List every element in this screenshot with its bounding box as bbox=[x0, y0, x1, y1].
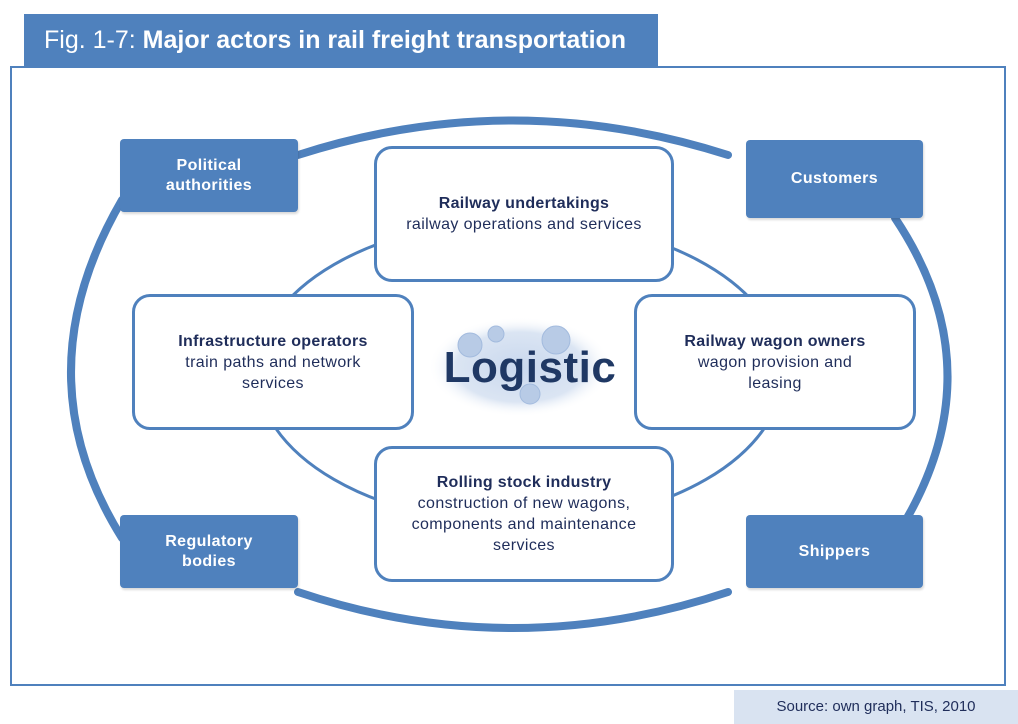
outer-arc-top bbox=[294, 116, 732, 159]
railway-undertakings-title: Railway undertakings bbox=[438, 195, 610, 212]
railway-wagon-owners-desc: wagon provision and leasing bbox=[697, 353, 853, 392]
source-note: Source: own graph, TIS, 2010 bbox=[734, 690, 1018, 724]
figure-header: Fig. 1-7: Major actors in rail freight t… bbox=[0, 0, 1018, 66]
figure-title-tab: Fig. 1-7: Major actors in rail freight t… bbox=[24, 14, 658, 66]
railway-wagon-owners-title: Railway wagon owners bbox=[684, 332, 866, 350]
rolling-stock-industry-desc: construction of new wagons, components a… bbox=[411, 495, 637, 554]
outer-arc-left bbox=[67, 196, 126, 542]
figure-label: Fig. 1-7: bbox=[44, 26, 143, 54]
political-authorities-label: Political authorities bbox=[165, 156, 253, 194]
logistic-center-label: Logistic bbox=[443, 343, 617, 392]
shippers-box: Shippers bbox=[746, 515, 923, 588]
railway-wagon-owners-box: Railway wagon owners wagon provision and… bbox=[634, 294, 916, 430]
political-authorities-box: Political authorities bbox=[120, 139, 298, 212]
regulatory-bodies-box: Regulatory bodies bbox=[120, 515, 298, 588]
figure-title: Major actors in rail freight transportat… bbox=[142, 26, 627, 54]
regulatory-bodies-label: Regulatory bodies bbox=[165, 532, 253, 570]
rolling-stock-industry-box: Rolling stock industry construction of n… bbox=[374, 446, 674, 582]
customers-box: Customers bbox=[746, 140, 923, 218]
infrastructure-operators-title: Infrastructure operators bbox=[178, 332, 368, 350]
outer-arc-right bbox=[891, 214, 952, 542]
outer-arc-bottom bbox=[294, 588, 732, 632]
railway-undertakings-desc: railway operations and services bbox=[406, 216, 642, 233]
gear-icon bbox=[457, 325, 571, 405]
rolling-stock-industry-title: Rolling stock industry bbox=[436, 474, 612, 491]
customers-label: Customers bbox=[790, 170, 879, 187]
railway-undertakings-box: Railway undertakings railway operations … bbox=[374, 146, 674, 282]
infrastructure-operators-desc: train paths and network services bbox=[185, 353, 361, 392]
infrastructure-operators-box: Infrastructure operators train paths and… bbox=[132, 294, 414, 430]
shippers-label: Shippers bbox=[798, 542, 871, 560]
